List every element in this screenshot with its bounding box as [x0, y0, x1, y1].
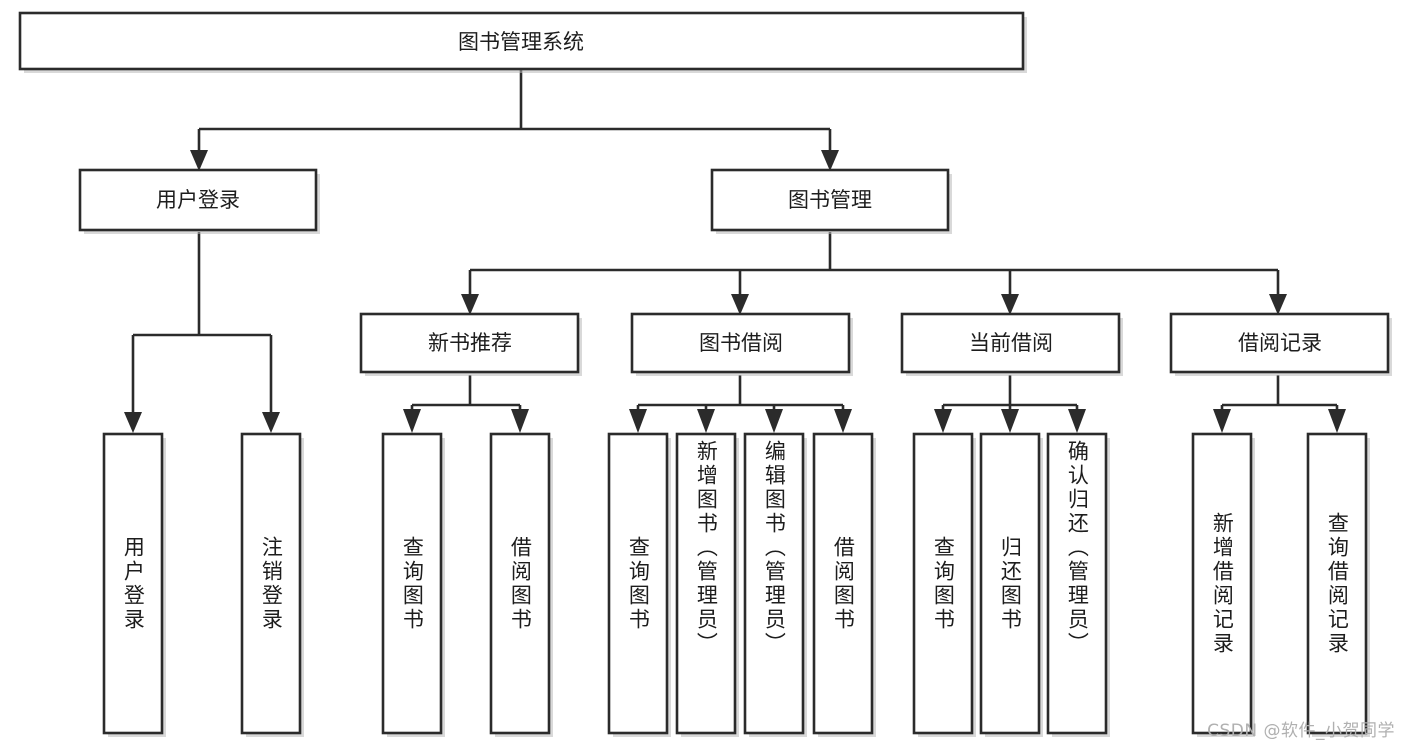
arrow-head-leaf-return-book	[1001, 409, 1019, 433]
node-borrow-record-box[interactable]	[1169, 312, 1390, 374]
leaf-confirm-return-box[interactable]	[1046, 432, 1108, 735]
node-current-borrow-label: 当前借阅	[969, 331, 1053, 355]
node-user-login-box[interactable]	[78, 168, 318, 232]
node-new-book-rec[interactable]: 新书推荐	[359, 312, 582, 376]
arrow-head-leaf-edit-book	[765, 409, 783, 433]
arrow-head-leaf-add-book	[697, 409, 715, 433]
arrow-head-leaf-logout	[262, 412, 280, 433]
node-current-borrow-box[interactable]	[900, 312, 1121, 374]
node-root[interactable]: 图书管理系统	[18, 11, 1027, 73]
leaf-query-book-2-box[interactable]	[607, 432, 669, 735]
leaf-query-book-3-box[interactable]	[912, 432, 974, 735]
node-book-borrow[interactable]: 图书借阅	[630, 312, 853, 376]
node-user-login[interactable]: 用户登录	[78, 168, 320, 234]
node-current-borrow[interactable]: 当前借阅	[900, 312, 1123, 376]
node-book-manage-label: 图书管理	[788, 188, 872, 212]
arrow-head-leaf-query-book-1	[403, 409, 421, 433]
node-borrow-record-label: 借阅记录	[1238, 331, 1322, 355]
leaf-logout-box[interactable]	[240, 432, 302, 735]
arrow-head-newbookrec	[461, 294, 479, 315]
arrow-head-leaf-confirm-return	[1068, 409, 1086, 433]
arrow-head-leaf-query-record	[1328, 409, 1346, 433]
leaf-return-book-box[interactable]	[979, 432, 1041, 735]
arrow-head-userlogin	[190, 150, 208, 171]
leaf-borrow-book-2-box[interactable]	[812, 432, 874, 735]
arrow-head-leaf-borrow-book-2	[834, 409, 852, 433]
connector-layer	[124, 70, 1346, 433]
arrow-head-bookborrow	[731, 294, 749, 315]
csdn-watermark: CSDN @软件_小贺同学	[1207, 721, 1395, 741]
node-book-borrow-box[interactable]	[630, 312, 851, 374]
leaf-add-book-box[interactable]	[675, 432, 737, 735]
node-book-manage[interactable]: 图书管理	[710, 168, 952, 234]
leaf-edit-book-box[interactable]	[743, 432, 805, 735]
node-user-login-label: 用户登录	[156, 188, 240, 212]
leaf-box-layer	[102, 432, 1370, 737]
leaf-add-record-box[interactable]	[1191, 432, 1253, 735]
arrow-head-leaf-borrow-book-1	[511, 409, 529, 433]
arrow-head-leaf-query-book-3	[934, 409, 952, 433]
node-book-borrow-label: 图书借阅	[699, 331, 783, 355]
node-new-book-rec-label: 新书推荐	[428, 331, 512, 355]
node-book-manage-box[interactable]	[710, 168, 950, 232]
leaf-query-book-1-box[interactable]	[381, 432, 443, 735]
arrow-head-borrowrecord	[1269, 294, 1287, 315]
node-root-label: 图书管理系统	[458, 30, 584, 54]
node-borrow-record[interactable]: 借阅记录	[1169, 312, 1392, 376]
arrow-head-currentborrow	[1001, 294, 1019, 315]
leaf-user-login-box[interactable]	[102, 432, 164, 735]
node-root-box[interactable]	[18, 11, 1025, 71]
arrow-head-leaf-user-login	[124, 412, 142, 433]
arrow-head-leaf-query-book-2	[629, 409, 647, 433]
arrow-head-leaf-add-record	[1213, 409, 1231, 433]
leaf-borrow-book-1-box[interactable]	[489, 432, 551, 735]
node-new-book-rec-box[interactable]	[359, 312, 580, 374]
arrow-head-bookmanage	[821, 150, 839, 171]
leaf-query-record-box[interactable]	[1306, 432, 1368, 735]
